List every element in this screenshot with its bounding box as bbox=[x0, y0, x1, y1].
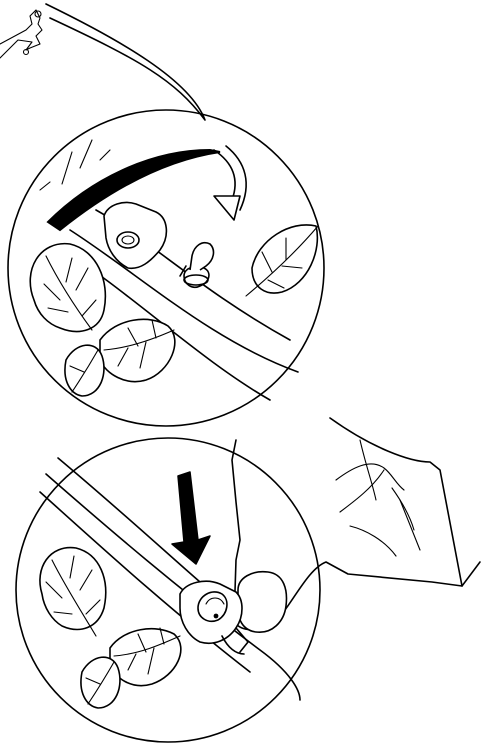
detail-circle-bottom bbox=[16, 418, 480, 742]
hand-icon bbox=[232, 418, 480, 632]
grommet-icon bbox=[104, 203, 166, 269]
leaf-icon bbox=[40, 548, 106, 636]
peg-icon bbox=[180, 243, 213, 288]
leaf-icon bbox=[100, 319, 175, 381]
rotate-arrow-icon bbox=[214, 146, 246, 220]
leaf-icon bbox=[65, 345, 104, 396]
detail-circle-top bbox=[8, 110, 324, 426]
callout-pointer-icon bbox=[46, 4, 205, 120]
leaf-icon bbox=[30, 244, 105, 332]
down-arrow-icon bbox=[172, 472, 210, 564]
leaf-icon bbox=[81, 657, 120, 708]
leaf-icon bbox=[246, 225, 318, 296]
overview-sketch bbox=[0, 10, 42, 58]
